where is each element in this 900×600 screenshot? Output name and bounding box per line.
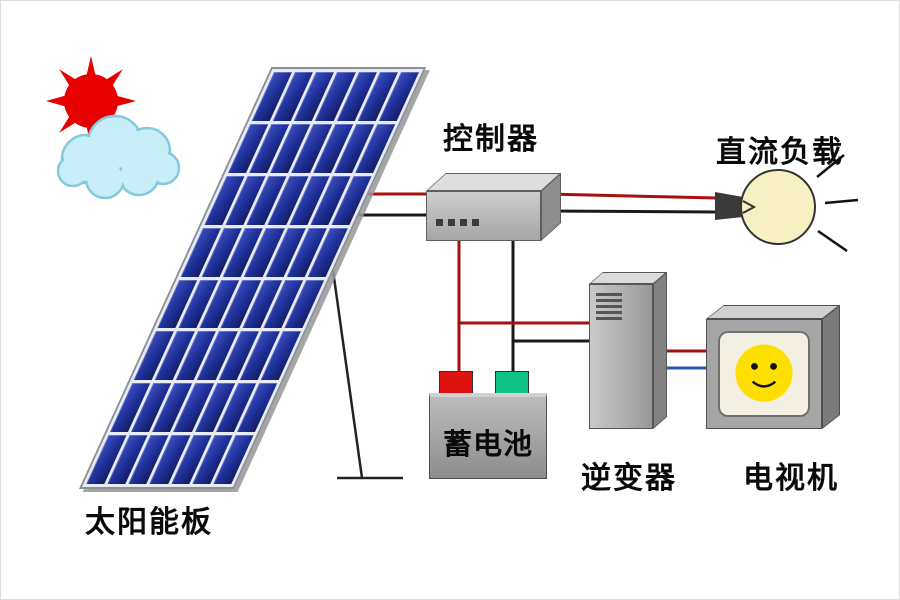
tv-side-face (822, 304, 840, 429)
wire-controller-load-negative (545, 209, 718, 214)
bulb-glass (740, 169, 816, 245)
battery (429, 393, 547, 479)
controller-port (460, 219, 467, 226)
cloud-icon (56, 114, 181, 200)
controller-port (472, 219, 479, 226)
battery-label: 蓄电池 (442, 429, 533, 461)
bulb-icon (715, 154, 859, 253)
bulb-socket (715, 192, 743, 220)
controller (426, 191, 541, 241)
solar-panel-label: 太阳能板 (85, 506, 213, 539)
smiley-face-icon (735, 344, 793, 402)
battery-terminal-negative (495, 371, 529, 395)
controller-port (448, 219, 455, 226)
inverter-label: 逆变器 (581, 462, 677, 495)
tv-screen (718, 331, 810, 417)
inverter-vent (596, 317, 622, 320)
tv-label: 电视机 (743, 462, 839, 495)
inverter-vent (596, 293, 622, 296)
controller-label: 控制器 (443, 123, 539, 156)
inverter-side-face (653, 272, 667, 429)
panel-stand (329, 255, 403, 480)
sun-disc (64, 74, 118, 128)
controller-port (436, 219, 443, 226)
inverter-vent (596, 311, 622, 314)
inverter (589, 284, 653, 429)
inverter-vent (596, 299, 622, 302)
stand-leg (329, 255, 364, 479)
battery-terminal-positive (439, 371, 473, 395)
wire-controller-load-positive (545, 192, 718, 200)
dc-load-label: 直流负载 (716, 136, 844, 169)
inverter-vent (596, 305, 622, 308)
bulb-shine-rays (816, 154, 859, 253)
controller-top-face (426, 173, 561, 191)
bulb-filament (742, 200, 757, 214)
tv-top-face (706, 305, 840, 319)
